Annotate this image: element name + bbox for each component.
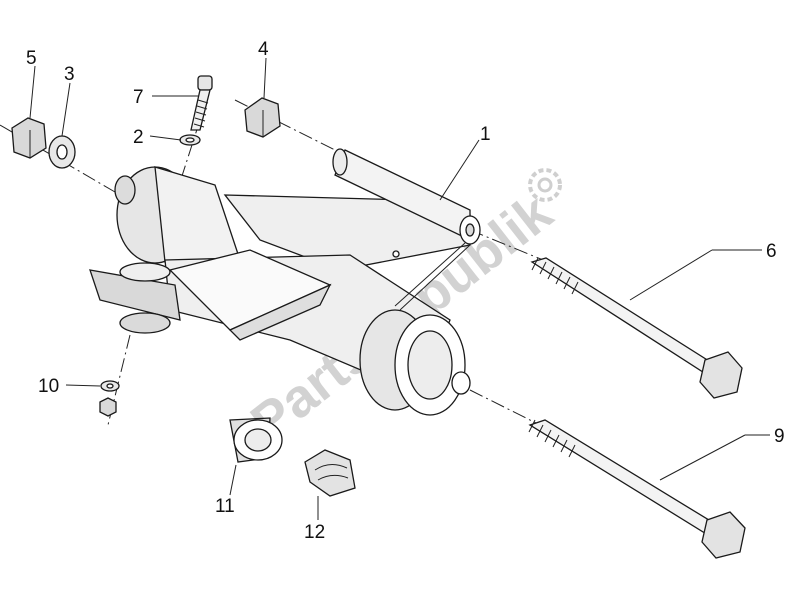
callout-7: 7 [133, 87, 144, 108]
part-7-bolt [190, 75, 213, 131]
callout-6: 6 [766, 241, 777, 262]
callout-4: 4 [258, 39, 269, 60]
part-10-washer-nut [99, 380, 120, 417]
callout-11: 11 [215, 496, 235, 517]
callout-12: 12 [304, 522, 325, 543]
callout-10: 10 [38, 376, 59, 397]
part-12-clip [304, 449, 356, 497]
callouts: 5 3 4 7 2 1 6 9 10 11 12 [26, 39, 785, 543]
callout-9: 9 [774, 426, 785, 447]
part-4-nut [244, 97, 281, 138]
part-9-bolt [528, 419, 746, 559]
part-11-bushing [229, 417, 283, 463]
part-3-washer [48, 135, 76, 169]
callout-1: 1 [480, 124, 491, 145]
gear-icon [528, 168, 562, 202]
swingarm [89, 148, 481, 416]
part-6-bolt [530, 257, 743, 399]
callout-5: 5 [26, 48, 37, 69]
leader-lines [29, 57, 770, 520]
part-5-nut [11, 117, 47, 159]
callout-3: 3 [64, 64, 75, 85]
part-2-washer [179, 134, 201, 146]
callout-2: 2 [133, 127, 144, 148]
